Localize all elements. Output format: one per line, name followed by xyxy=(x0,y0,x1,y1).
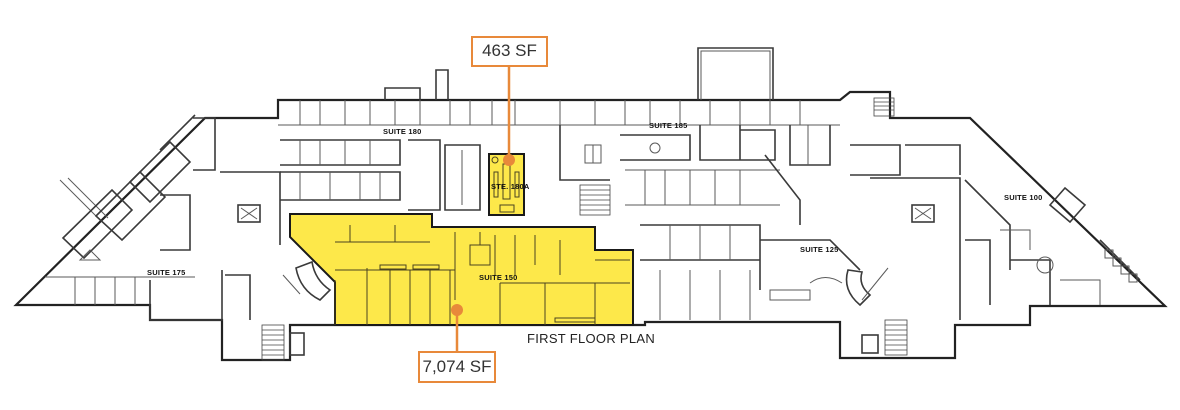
suite-label-150: SUITE 150 xyxy=(479,273,517,282)
callout-marker-150 xyxy=(451,304,463,316)
suite-label-180a: STE. 180A xyxy=(491,182,530,191)
suite-180a-highlight xyxy=(488,153,525,216)
suite-label-185: SUITE 185 xyxy=(649,121,687,130)
suite-label-180: SUITE 180 xyxy=(383,127,421,136)
callout-leaders xyxy=(451,67,515,351)
floor-plan-title: FIRST FLOOR PLAN xyxy=(527,331,656,346)
suite-150-highlight xyxy=(289,213,634,326)
area-callout-suite-150: 7,074 SF xyxy=(418,351,496,383)
suite-label-100: SUITE 100 xyxy=(1004,193,1042,202)
central-east-rooms xyxy=(640,97,961,356)
building-outline xyxy=(13,47,1168,362)
area-callout-suite-180a: 463 SF xyxy=(471,36,548,67)
suite-label-125: SUITE 125 xyxy=(800,245,838,254)
callout-marker-180a xyxy=(503,154,515,166)
suite-labels: SUITE 180 SUITE 185 STE. 180A SUITE 150 … xyxy=(147,121,1042,282)
suite-label-175: SUITE 175 xyxy=(147,268,185,277)
left-wing-detail xyxy=(45,114,332,361)
north-rooms xyxy=(278,100,840,225)
east-wing-detail xyxy=(964,179,1141,305)
